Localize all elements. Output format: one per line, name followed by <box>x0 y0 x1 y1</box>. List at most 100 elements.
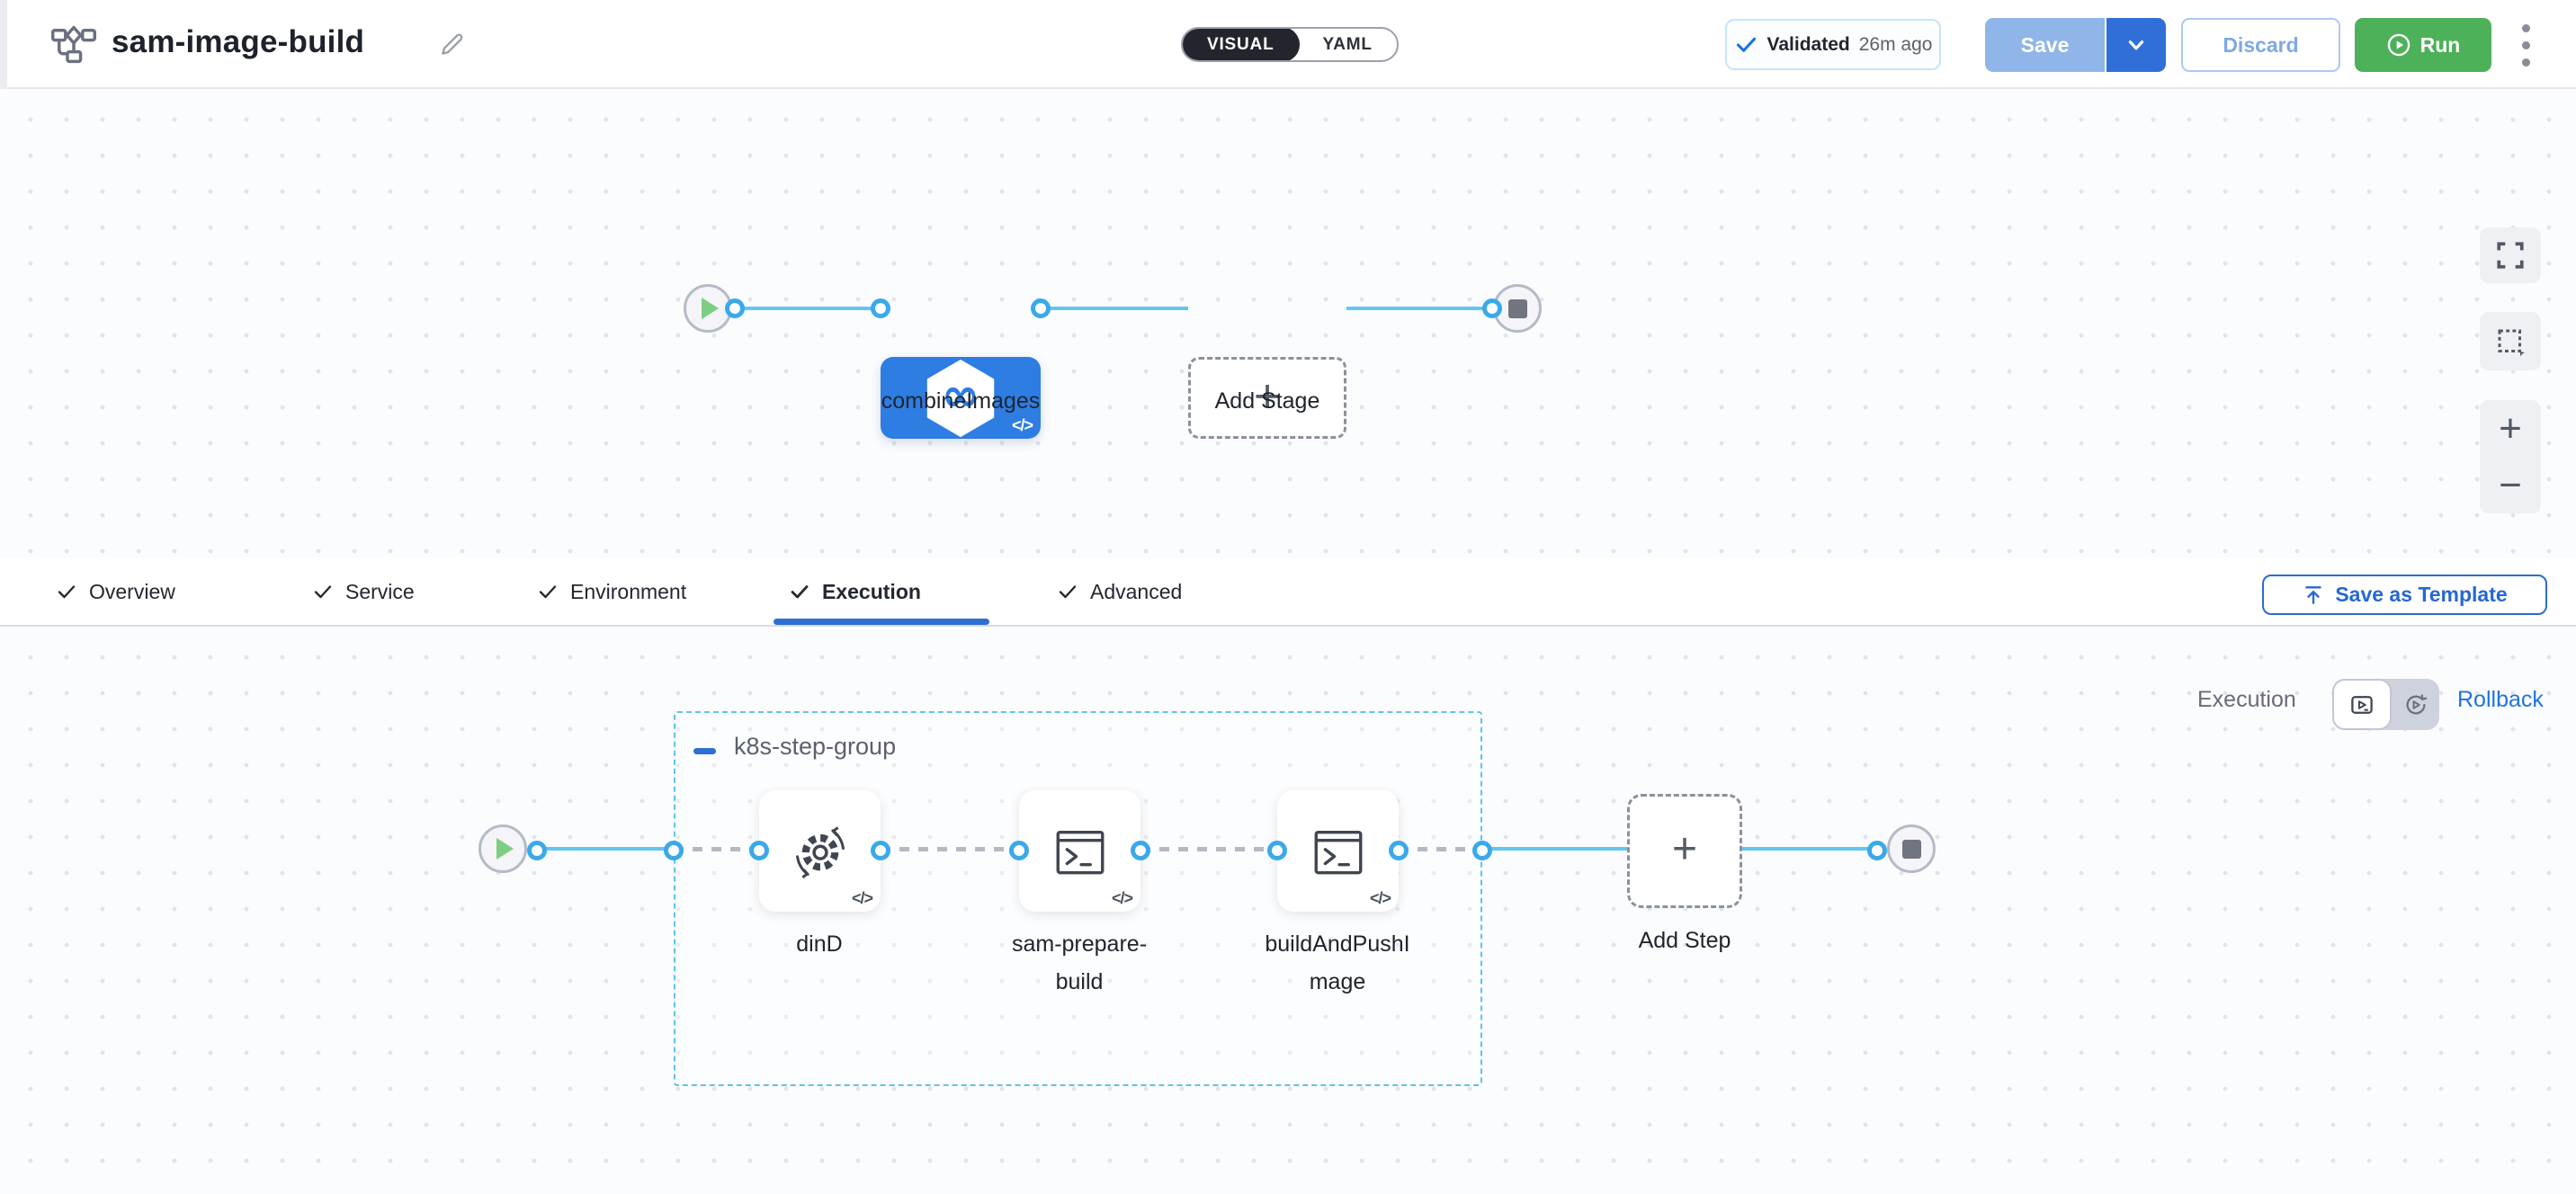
tab-advanced[interactable]: Advanced <box>1057 558 1182 625</box>
save-options-caret[interactable] <box>2106 18 2166 72</box>
execution-rollback-toggle <box>2332 679 2439 730</box>
step-label: buildAndPushImage <box>1265 931 1410 994</box>
gear-sync-icon <box>795 825 845 878</box>
connector-port[interactable] <box>725 298 745 318</box>
page-title: sam-image-build <box>112 24 365 59</box>
connector-line <box>1482 847 1627 851</box>
connector-port[interactable] <box>1389 841 1409 860</box>
connector-line-dashed <box>1399 847 1482 851</box>
rollback-link[interactable]: Rollback <box>2457 687 2544 712</box>
run-play-icon <box>2387 33 2410 57</box>
start-play-icon <box>702 298 719 319</box>
add-step-label: Add Step <box>1638 928 1731 953</box>
tab-service[interactable]: Service <box>312 558 415 625</box>
connector-port[interactable] <box>871 841 890 860</box>
header: sam-image-build VISUAL YAML Validated 26… <box>0 0 2576 89</box>
stage-label: combineImages <box>881 388 1041 414</box>
execution-view-label: Execution <box>2197 687 2296 712</box>
step-node-buildandpushimage[interactable]: </> <box>1277 790 1399 912</box>
edit-pencil-icon[interactable] <box>437 29 468 59</box>
connector-port[interactable] <box>1131 841 1150 860</box>
validated-badge[interactable]: Validated 26m ago <box>1725 19 1941 70</box>
multi-select-button[interactable] <box>2480 312 2541 370</box>
toggle-yaml[interactable]: YAML <box>1322 34 1373 54</box>
validated-check-icon <box>1736 37 1756 52</box>
tab-overview[interactable]: Overview <box>56 558 175 625</box>
step-node-dind[interactable]: </> <box>759 790 881 912</box>
toggle-visual[interactable]: VISUAL <box>1182 29 1301 60</box>
stage-tabbar: Overview Service Environment Execution A… <box>0 558 2576 627</box>
execution-view-button[interactable] <box>2332 679 2392 730</box>
connector-port[interactable] <box>1867 841 1887 860</box>
check-icon <box>314 585 332 599</box>
group-collapse-button[interactable] <box>693 748 716 754</box>
tab-label: Service <box>345 579 415 603</box>
validated-label: Validated <box>1767 33 1850 55</box>
save-split-button: Save <box>1985 18 2166 72</box>
code-badge: </> <box>1111 889 1133 907</box>
check-icon <box>1059 585 1077 599</box>
connector-line <box>537 847 674 851</box>
add-stage-button[interactable]: + <box>1188 357 1346 439</box>
discard-button[interactable]: Discard <box>2181 18 2340 72</box>
tab-environment[interactable]: Environment <box>537 558 686 625</box>
connector-port[interactable] <box>527 841 547 860</box>
execution-view-icon <box>2351 695 2373 714</box>
connector-port[interactable] <box>1472 841 1492 860</box>
step-node-sam-prepare-build[interactable]: </> <box>1019 790 1140 912</box>
chevron-down-icon <box>2128 40 2144 50</box>
visual-yaml-toggle: VISUAL YAML <box>1181 27 1399 62</box>
start-play-icon <box>496 838 514 860</box>
step-label: sam-prepare-build <box>1011 931 1148 994</box>
upload-icon <box>2305 585 2322 604</box>
save-button[interactable]: Save <box>1985 18 2106 72</box>
pipeline-icon <box>50 25 97 64</box>
active-tab-underline <box>774 619 989 625</box>
plus-icon: + <box>1671 824 1698 873</box>
validated-time: 26m ago <box>1858 33 1933 55</box>
save-as-template-label: Save as Template <box>2335 583 2508 606</box>
add-step-button[interactable]: + <box>1627 794 1742 908</box>
fullscreen-icon <box>2497 242 2524 269</box>
check-icon <box>791 585 809 599</box>
connector-port[interactable] <box>871 298 890 318</box>
svg-text:∞: ∞ <box>942 369 979 422</box>
execution-canvas: Execution Rollback k8s-step-group <box>0 627 2576 1194</box>
header-left-edge <box>0 0 7 89</box>
connector-line <box>735 307 881 310</box>
step-group-label: k8s-step-group <box>734 733 897 760</box>
save-as-template-button[interactable]: Save as Template <box>2262 575 2547 615</box>
ci-stage-hexagon-icon: ∞ <box>926 359 995 437</box>
stage-canvas: ∞ </> + combineImages Add Stage <box>0 89 2576 558</box>
connector-port[interactable] <box>1031 298 1051 318</box>
zoom-in-button[interactable]: + <box>2499 405 2522 450</box>
stage-node-combineimages[interactable]: ∞ </> <box>881 357 1041 439</box>
connector-port[interactable] <box>749 841 769 860</box>
check-icon <box>539 585 557 599</box>
connector-line <box>1742 847 1877 851</box>
marquee-select-icon <box>2498 329 2525 356</box>
more-options-kebab[interactable] <box>2508 22 2544 68</box>
check-icon <box>58 585 76 599</box>
connector-port[interactable] <box>664 841 684 860</box>
tab-label: Execution <box>822 579 921 603</box>
run-button[interactable]: Run <box>2355 18 2491 72</box>
terminal-icon <box>1056 830 1104 874</box>
connector-port[interactable] <box>1009 841 1029 860</box>
tab-label: Advanced <box>1090 579 1183 603</box>
rollback-view-icon <box>2406 693 2427 714</box>
pipeline-start-node <box>684 284 732 333</box>
zoom-out-button[interactable]: − <box>2499 462 2522 507</box>
plus-icon: + <box>1253 370 1282 423</box>
connector-port[interactable] <box>1482 298 1502 318</box>
tab-execution[interactable]: Execution <box>789 558 921 625</box>
fullscreen-button[interactable] <box>2480 227 2541 283</box>
rollback-view-button[interactable] <box>2392 679 2439 730</box>
connector-line-dashed <box>1140 847 1277 851</box>
code-badge: </> <box>1011 416 1033 434</box>
connector-port[interactable] <box>1267 841 1287 860</box>
end-stop-icon <box>1507 298 1527 318</box>
add-stage-label: Add Stage <box>1214 388 1320 414</box>
connector-line-dashed <box>674 847 759 851</box>
